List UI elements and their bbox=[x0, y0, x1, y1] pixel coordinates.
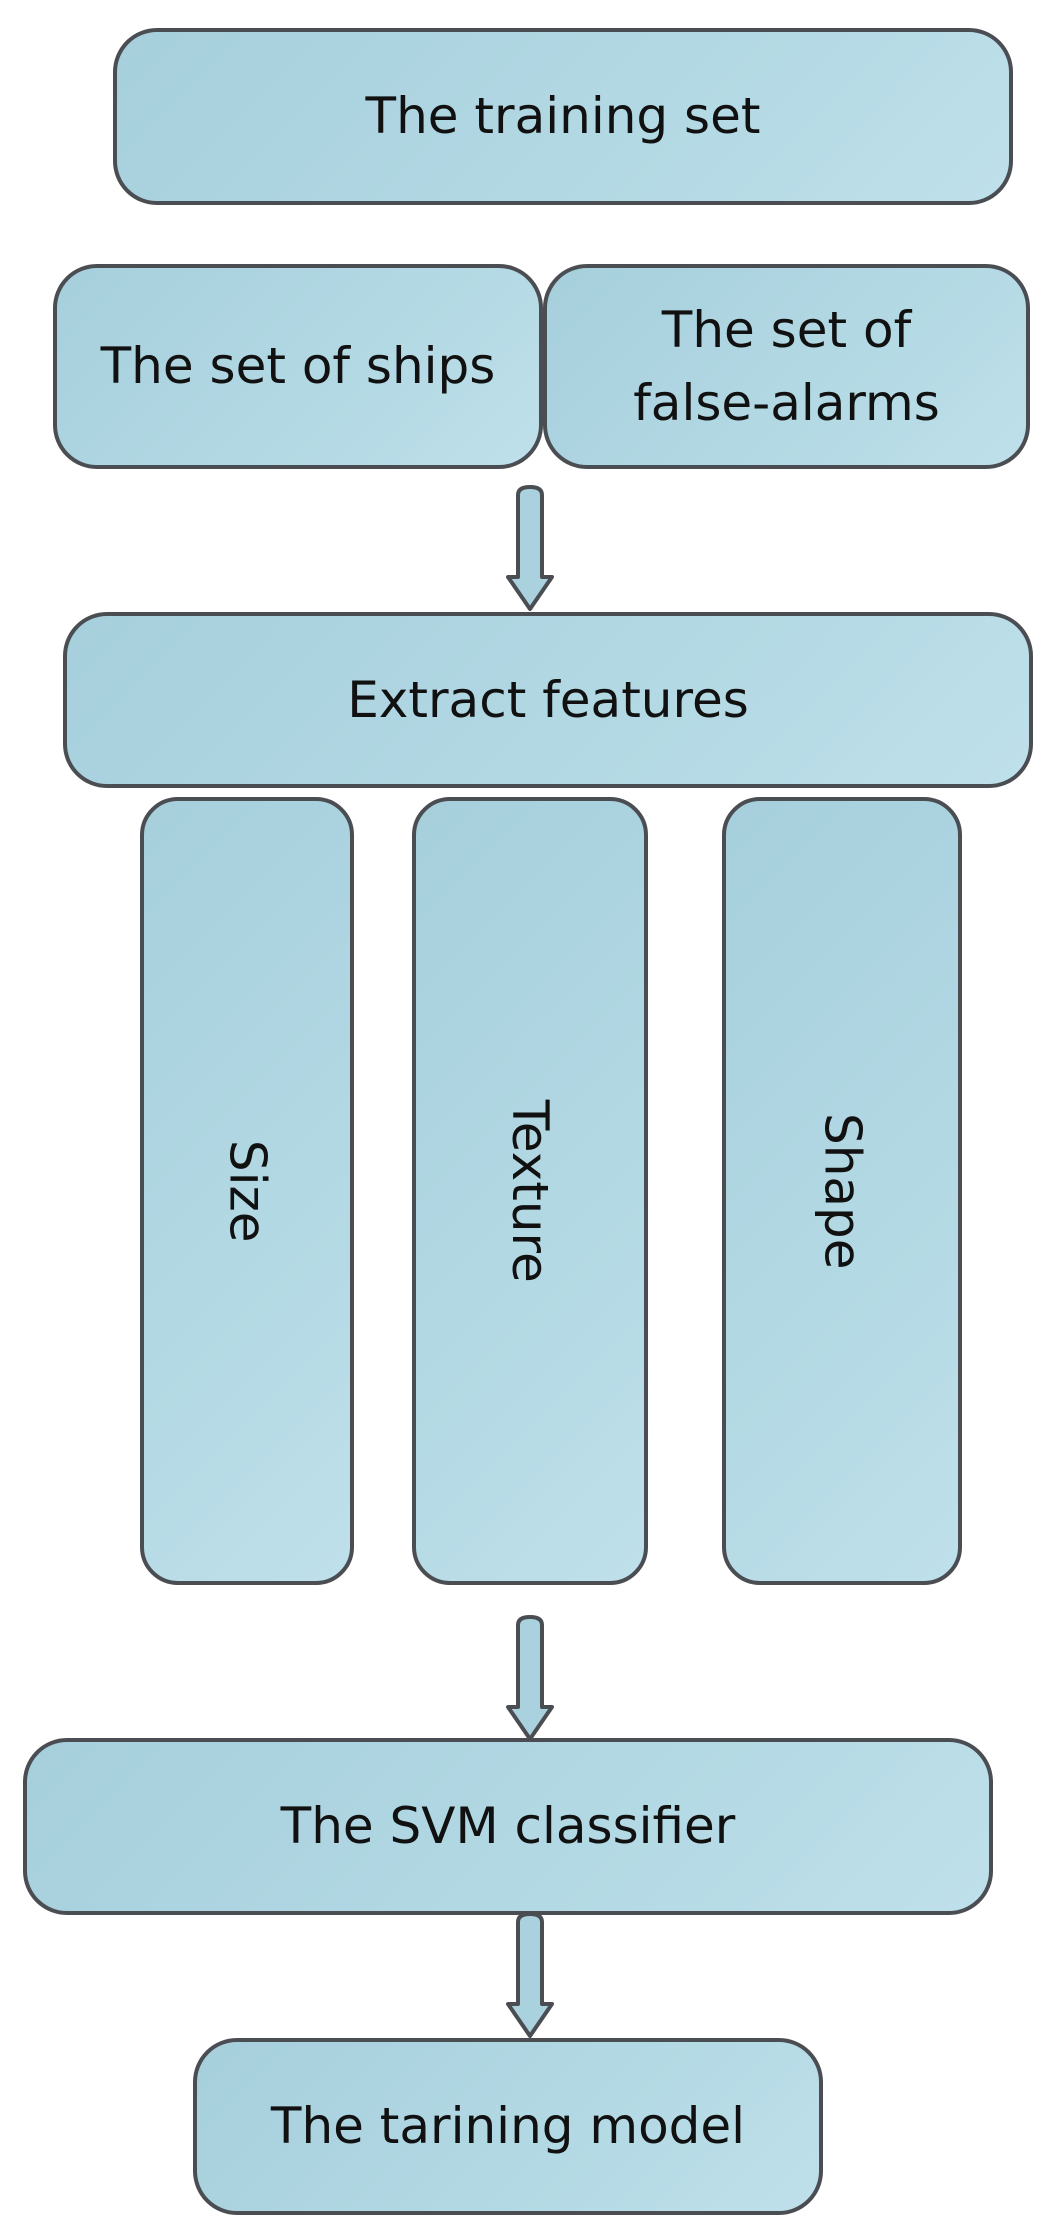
svm-classifier-label: The SVM classifier bbox=[280, 1797, 736, 1856]
arrow-down-icon bbox=[506, 1615, 554, 1741]
extract-features-box: Extract features bbox=[63, 612, 1033, 788]
size-feature-box: Size bbox=[140, 797, 354, 1585]
texture-feature-box: Texture bbox=[412, 797, 648, 1585]
training-set-box: The training set bbox=[113, 28, 1013, 205]
false-alarms-set-label: The set of false-alarms bbox=[633, 301, 940, 432]
ships-set-box: The set of ships bbox=[53, 264, 543, 469]
arrow-down-icon bbox=[506, 485, 554, 611]
arrow-down-icon bbox=[506, 1912, 554, 2038]
ships-set-label: The set of ships bbox=[100, 337, 496, 396]
svm-classifier-box: The SVM classifier bbox=[23, 1738, 993, 1915]
extract-features-label: Extract features bbox=[347, 670, 749, 729]
training-model-box: The tarining model bbox=[193, 2038, 823, 2215]
shape-feature-label: Shape bbox=[813, 1112, 872, 1270]
texture-feature-label: Texture bbox=[501, 1099, 560, 1283]
training-model-label: The tarining model bbox=[270, 2097, 746, 2156]
size-feature-label: Size bbox=[218, 1139, 277, 1243]
training-set-label: The training set bbox=[365, 87, 761, 146]
shape-feature-box: Shape bbox=[722, 797, 962, 1585]
false-alarms-set-box: The set of false-alarms bbox=[543, 264, 1030, 469]
